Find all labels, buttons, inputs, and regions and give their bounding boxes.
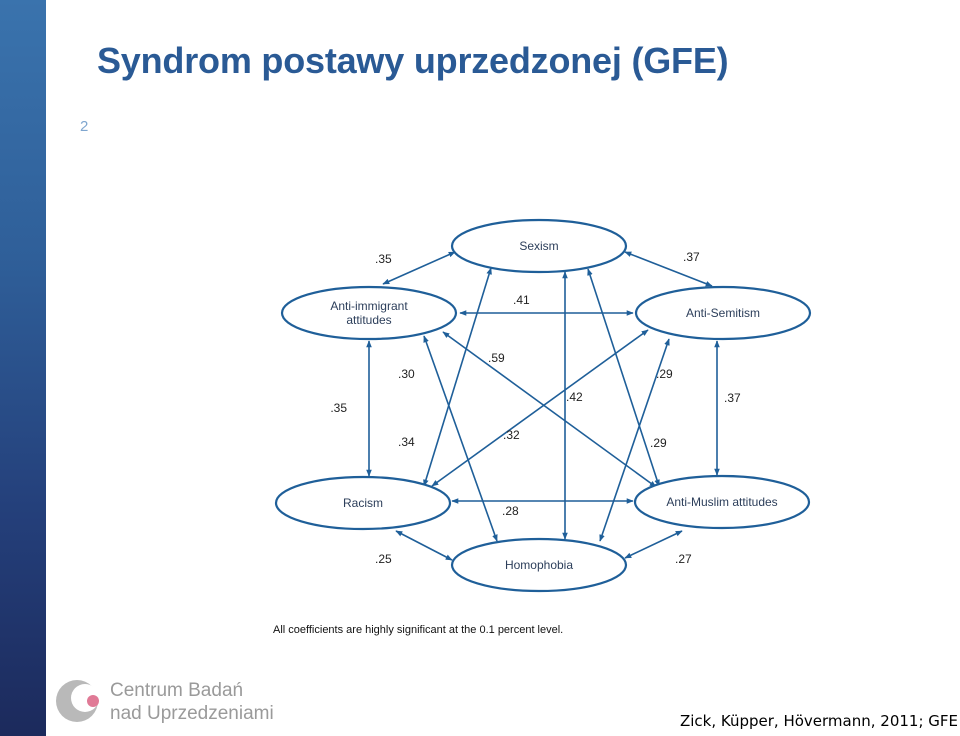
node-label-anti-muslim: Anti-Muslim attitudes <box>666 495 777 509</box>
node-label-racism: Racism <box>343 496 383 510</box>
coefficient-label: .30 <box>398 367 415 381</box>
node-sexism <box>450 218 628 274</box>
edge-racism-homophobia <box>395 530 453 561</box>
node-label-anti-immigrant: attitudes <box>346 313 391 327</box>
node-label-anti-immigrant: Anti-immigrant <box>330 299 408 313</box>
node-homophobia <box>450 537 628 593</box>
edge-anti-muslim-homophobia <box>624 530 683 559</box>
logo-icon <box>56 680 99 722</box>
node-label-homophobia: Homophobia <box>505 558 573 572</box>
left-accent-bar <box>0 0 46 736</box>
coefficient-label: .59 <box>488 351 505 365</box>
slide-title: Syndrom postawy uprzedzonej (GFE) <box>97 40 729 81</box>
coefficient-label: .42 <box>566 390 583 404</box>
node-racism <box>274 475 452 531</box>
coefficient-label: .29 <box>656 367 673 381</box>
coefficient-label: .27 <box>675 552 692 566</box>
node-label-sexism: Sexism <box>519 239 558 253</box>
coefficient-label: .29 <box>650 436 667 450</box>
logo-text-line1: Centrum Badań <box>110 680 244 701</box>
node-anti-muslim <box>633 474 811 530</box>
edge-anti-semitism-homophobia <box>599 338 670 542</box>
edge-anti-immigrant-sexism <box>382 251 456 285</box>
coefficient-label: .32 <box>503 428 520 442</box>
logo-text-line2: nad Uprzedzeniami <box>110 703 274 724</box>
coefficient-label: .35 <box>375 252 392 266</box>
coefficient-label: .41 <box>513 293 530 307</box>
edge-sexism-anti-semitism <box>624 251 713 287</box>
coefficient-label: .37 <box>724 391 741 405</box>
node-label-anti-semitism: Anti-Semitism <box>686 306 760 320</box>
edge-anti-immigrant-anti-muslim <box>442 331 657 488</box>
diagram-footnote: All coefficients are highly significant … <box>273 624 564 636</box>
citation: Zick, Küpper, Hövermann, 2011; GFE <box>679 712 958 730</box>
slide-number: 2 <box>80 118 89 135</box>
node-anti-immigrant <box>280 285 458 341</box>
coefficient-label: .28 <box>502 504 519 518</box>
coefficient-label: .34 <box>398 435 415 449</box>
node-anti-semitism <box>634 285 812 341</box>
coefficient-label: .25 <box>375 552 392 566</box>
coefficient-label: .37 <box>683 250 700 264</box>
coefficient-label: .35 <box>330 401 347 415</box>
